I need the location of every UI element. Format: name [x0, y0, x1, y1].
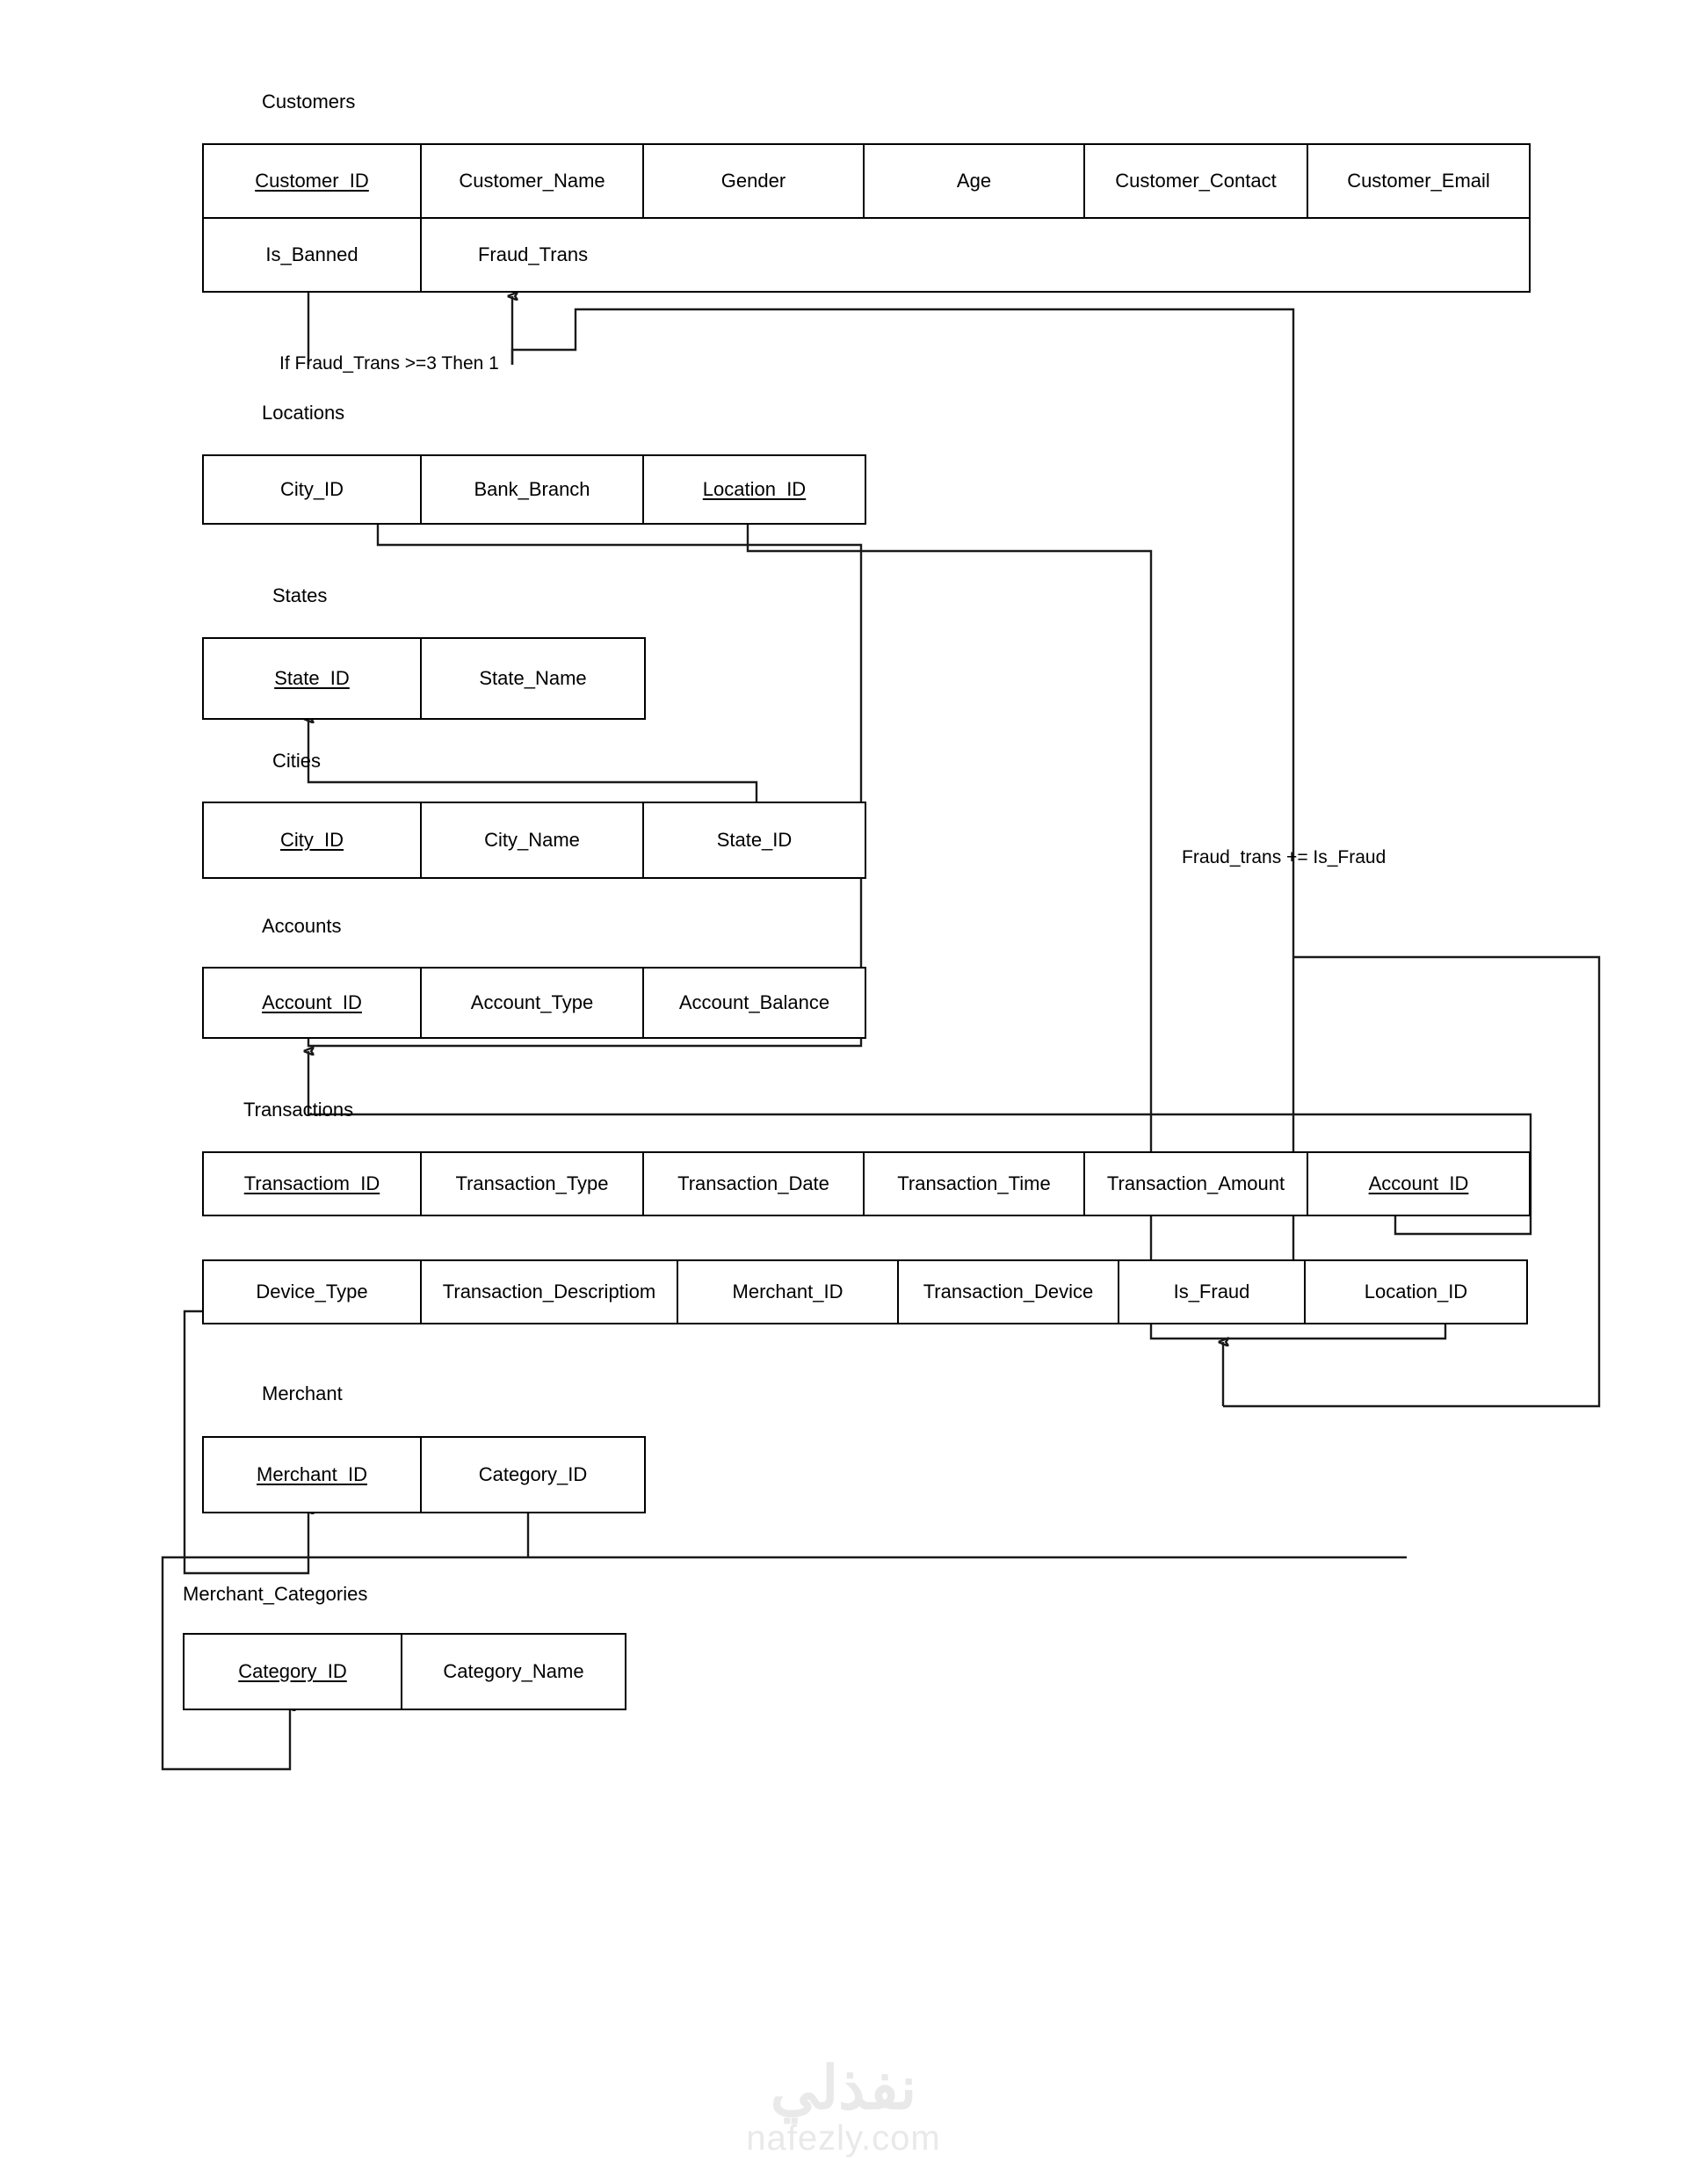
field-transaction-type[interactable]: Transaction_Type: [422, 1153, 644, 1215]
table-row: Category_ID Category_Name: [183, 1633, 626, 1710]
wire-location-id-path: [746, 541, 1447, 1340]
table-row: Merchant_ID Category_ID: [202, 1436, 646, 1513]
annotation-fraud-rule: If Fraud_Trans >=3 Then 1: [279, 353, 499, 374]
table-row: Customer_ID Customer_Name Gender Age Cus…: [202, 143, 1531, 219]
field-transaction-date[interactable]: Transaction_Date: [644, 1153, 865, 1215]
field-account-id-fk[interactable]: Account_ID: [1308, 1153, 1529, 1215]
table-title-customers: Customers: [262, 91, 356, 112]
field-transaction-id[interactable]: Transactiom_ID: [204, 1153, 422, 1215]
table-accounts: Account_ID Account_Type Account_Balance: [202, 967, 866, 1039]
table-title-merchant-categories: Merchant_Categories: [183, 1583, 368, 1605]
field-state-id[interactable]: State_ID: [204, 639, 422, 718]
field-transaction-description[interactable]: Transaction_Descriptiom: [422, 1261, 678, 1323]
field-bank-branch[interactable]: Bank_Branch: [422, 456, 644, 523]
field-location-id[interactable]: Location_ID: [644, 456, 865, 523]
field-category-id[interactable]: Category_ID: [185, 1635, 402, 1709]
watermark-latin: nafezly.com: [746, 2119, 941, 2158]
table-row: City_ID City_Name State_ID: [202, 802, 866, 879]
table-title-locations: Locations: [262, 402, 345, 424]
field-is-banned[interactable]: Is_Banned: [204, 219, 422, 291]
table-transactions: Transactiom_ID Transaction_Type Transact…: [202, 1151, 1531, 1216]
table-customers: Customer_ID Customer_Name Gender Age Cus…: [202, 143, 1531, 293]
table-row: State_ID State_Name: [202, 637, 646, 720]
field-city-name[interactable]: City_Name: [422, 803, 644, 877]
table-title-states: States: [272, 584, 328, 606]
field-account-type[interactable]: Account_Type: [422, 969, 644, 1037]
table-title-cities: Cities: [272, 750, 322, 772]
field-customer-email[interactable]: Customer_Email: [1308, 145, 1529, 217]
field-customer-name[interactable]: Customer_Name: [422, 145, 644, 217]
watermark: نفذلي nafezly.com: [0, 2057, 1687, 2157]
table-title-accounts: Accounts: [262, 915, 342, 937]
field-transaction-time[interactable]: Transaction_Time: [865, 1153, 1085, 1215]
field-transaction-device[interactable]: Transaction_Device: [899, 1261, 1119, 1323]
field-device-type[interactable]: Device_Type: [204, 1261, 422, 1323]
field-customer-contact[interactable]: Customer_Contact: [1085, 145, 1308, 217]
table-row: City_ID Bank_Branch Location_ID: [202, 454, 866, 525]
table-row: Transactiom_ID Transaction_Type Transact…: [202, 1151, 1531, 1216]
field-account-balance[interactable]: Account_Balance: [644, 969, 865, 1037]
table-cities: City_ID City_Name State_ID: [202, 802, 866, 879]
field-merchant-id[interactable]: Merchant_ID: [204, 1438, 422, 1512]
field-fraud-trans[interactable]: Fraud_Trans: [422, 219, 644, 291]
field-gender[interactable]: Gender: [644, 145, 865, 217]
field-state-id-fk[interactable]: State_ID: [644, 803, 865, 877]
field-is-fraud[interactable]: Is_Fraud: [1119, 1261, 1306, 1323]
annotation-fraud-accumulate: Fraud_trans += Is_Fraud: [1182, 847, 1387, 867]
field-state-name[interactable]: State_Name: [422, 639, 644, 718]
table-states: State_ID State_Name: [202, 637, 646, 720]
wire-merchant-id-path: [183, 1288, 786, 1575]
field-age[interactable]: Age: [865, 145, 1085, 217]
table-merchant-categories: Category_ID Category_Name: [183, 1633, 626, 1710]
field-category-id-fk[interactable]: Category_ID: [422, 1438, 644, 1512]
table-row: Device_Type Transaction_Descriptiom Merc…: [202, 1259, 1528, 1324]
table-title-transactions: Transactions: [243, 1099, 354, 1121]
field-merchant-id-fk[interactable]: Merchant_ID: [678, 1261, 899, 1323]
field-account-id[interactable]: Account_ID: [204, 969, 422, 1037]
table-locations: City_ID Bank_Branch Location_ID: [202, 454, 866, 525]
field-location-id-fk[interactable]: Location_ID: [1306, 1261, 1526, 1323]
table-merchant: Merchant_ID Category_ID: [202, 1436, 646, 1513]
table-transactions-row2: Device_Type Transaction_Descriptiom Merc…: [202, 1259, 1528, 1324]
field-transaction-amount[interactable]: Transaction_Amount: [1085, 1153, 1308, 1215]
field-city-id-pk[interactable]: City_ID: [204, 803, 422, 877]
watermark-arabic: نفذلي: [770, 2055, 917, 2122]
table-row: Account_ID Account_Type Account_Balance: [202, 967, 866, 1039]
wire-fraudtrans-feed: [510, 308, 1295, 1263]
table-title-merchant: Merchant: [262, 1382, 343, 1404]
field-customer-id[interactable]: Customer_ID: [204, 145, 422, 217]
table-row: Is_Banned Fraud_Trans: [202, 219, 1531, 293]
field-city-id[interactable]: City_ID: [204, 456, 422, 523]
field-category-name[interactable]: Category_Name: [402, 1635, 625, 1709]
